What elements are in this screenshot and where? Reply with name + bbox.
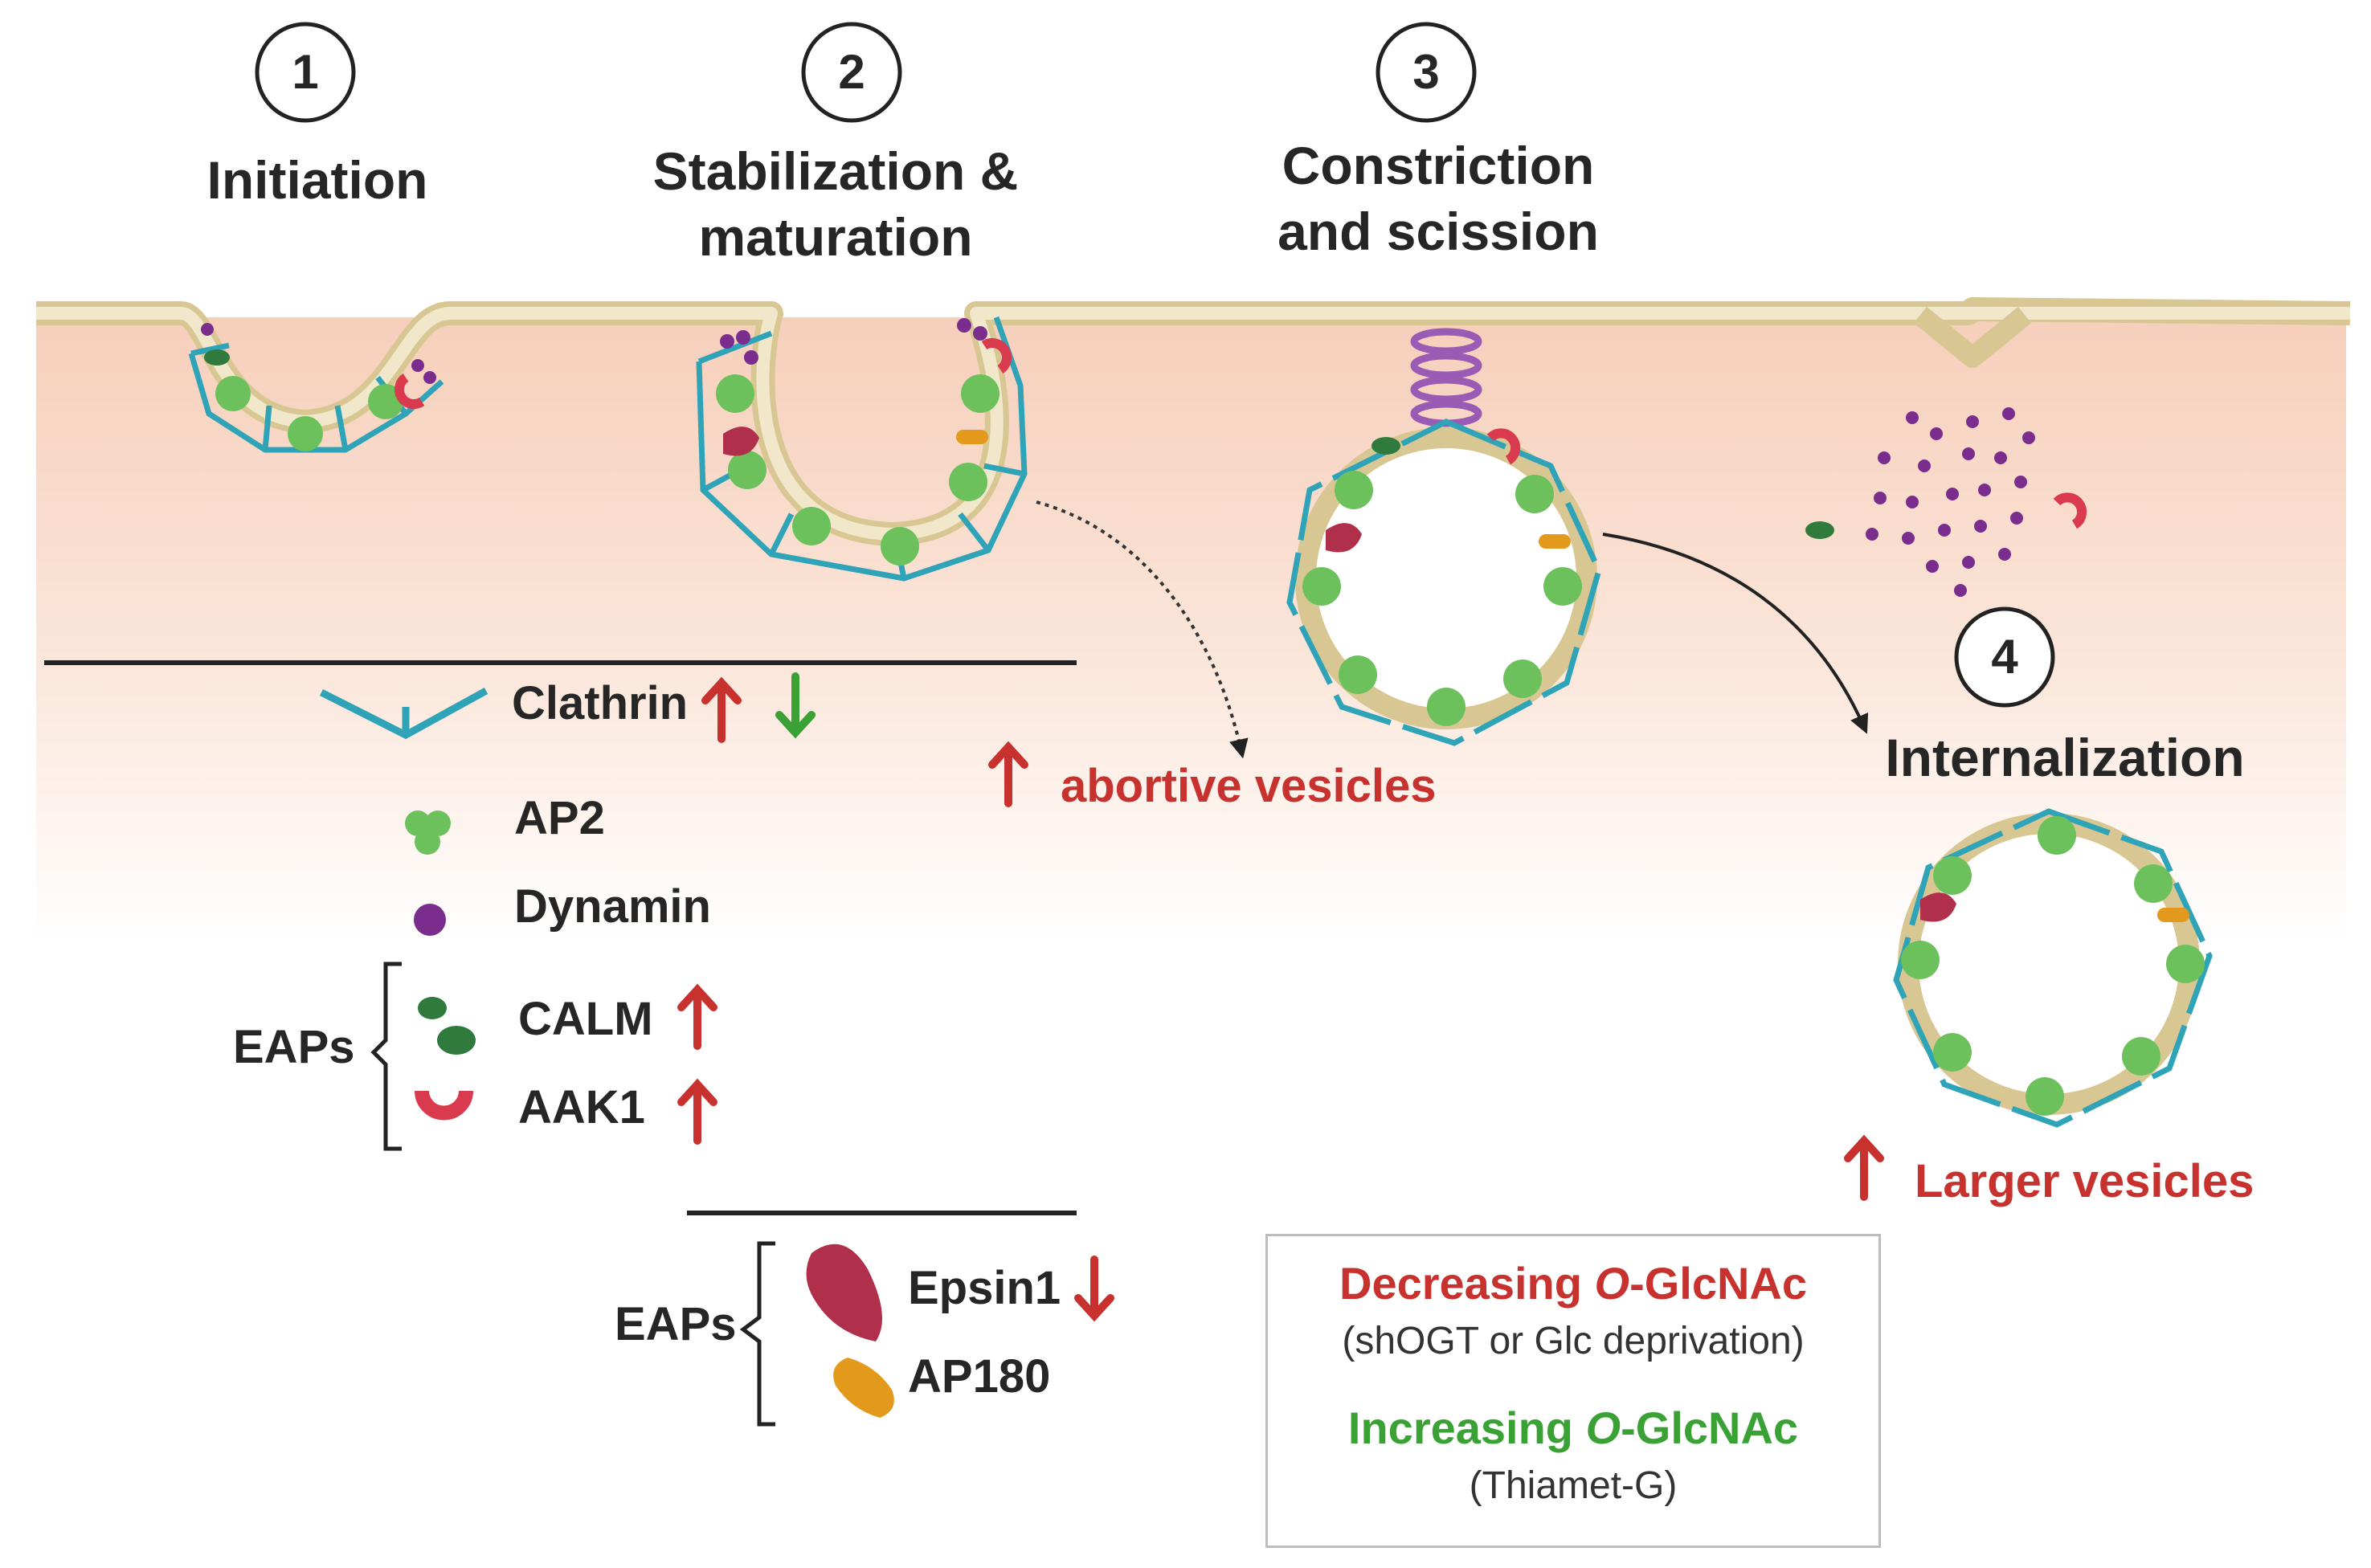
calm-up-arrow-icon (677, 983, 717, 1050)
step-3-number: 3 (1412, 45, 1440, 99)
eaps-brace-1 (370, 962, 402, 1151)
abortive-vesicles-label: abortive vesicles (1061, 760, 1437, 812)
clathrin-label: Clathrin (512, 677, 689, 729)
decreasing-label: Decreasing O-GlcNAc (1265, 1257, 1881, 1309)
increasing-note: (Thiamet-G) (1469, 1464, 1678, 1507)
step-4-number-circle (1954, 606, 2055, 708)
calm-icon (418, 997, 476, 1055)
epsin1-label: Epsin1 (908, 1262, 1061, 1314)
pit-2-clathrin-cage (696, 316, 1028, 582)
step-1-number: 1 (292, 45, 319, 99)
ap180-mark (956, 430, 988, 444)
released-proteins (1866, 407, 2035, 597)
ap2-mark (288, 416, 323, 451)
calm-label: CALM (518, 993, 653, 1045)
increasing-prefix: Increasing (1347, 1403, 1586, 1453)
dynamin-icon (414, 904, 446, 936)
clathrin-down-arrow-icon (775, 672, 816, 739)
aak1-icon (415, 1090, 473, 1121)
larger-vesicles-label: Larger vesicles (1915, 1155, 2254, 1207)
decreasing-prefix: Decreasing (1339, 1258, 1595, 1309)
ap180-icon (833, 1358, 894, 1418)
membrane-dip (1913, 306, 2032, 368)
increasing-suffix: -GlcNAc (1621, 1403, 1799, 1453)
dynamin-label: Dynamin (514, 880, 711, 933)
step-1-title: Initiation (206, 150, 428, 210)
ap180-label: AP180 (908, 1350, 1051, 1403)
epsin1-down-arrow-icon (1074, 1256, 1114, 1322)
conditions-box (1265, 1234, 1881, 1548)
step-4-number: 4 (1991, 630, 2018, 684)
step-3-number-circle (1376, 22, 1477, 123)
step-3-title: Constriction and scission (1277, 136, 1599, 261)
abortive-up-arrow-icon (988, 741, 1028, 807)
step-4-title: Internalization (1885, 728, 2245, 787)
aak1-mark (394, 374, 425, 410)
decreasing-o: O (1594, 1258, 1630, 1309)
larger-up-arrow-icon (1844, 1134, 1884, 1201)
step-1-number-circle (255, 22, 356, 123)
ap2-mark (215, 376, 251, 411)
aak1-label: AAK1 (518, 1081, 645, 1133)
step-3-clathrin-cage (1286, 419, 1602, 746)
ap2-icon (405, 811, 451, 855)
eaps-brace-2 (739, 1241, 775, 1427)
ap2-label: AP2 (514, 792, 605, 844)
clathrin-up-arrow-icon (701, 676, 742, 743)
step-2-number: 2 (838, 45, 865, 99)
epsin1-mark (723, 427, 759, 456)
step-2-number-circle (801, 22, 902, 123)
aak1-up-arrow-icon (677, 1078, 717, 1145)
increasing-o: O (1585, 1403, 1621, 1453)
eaps-label-2: EAPs (615, 1298, 737, 1350)
eaps-label-1: EAPs (233, 1021, 355, 1073)
abortive-arrow (1036, 500, 1249, 759)
step-2-title: Stabilization & maturation (652, 141, 1019, 267)
ap2-mark (368, 384, 403, 419)
increasing-label: Increasing O-GlcNAc (1265, 1402, 1881, 1454)
internalization-arrow (1602, 533, 1869, 734)
decreasing-suffix: -GlcNAc (1629, 1258, 1807, 1309)
step-4-clathrin-cage (1893, 808, 2213, 1128)
epsin1-icon (806, 1243, 882, 1341)
calm-mark (204, 349, 230, 365)
clathrin-icon (319, 688, 489, 740)
decreasing-note: (shOGT or Glc deprivation) (1342, 1320, 1805, 1362)
